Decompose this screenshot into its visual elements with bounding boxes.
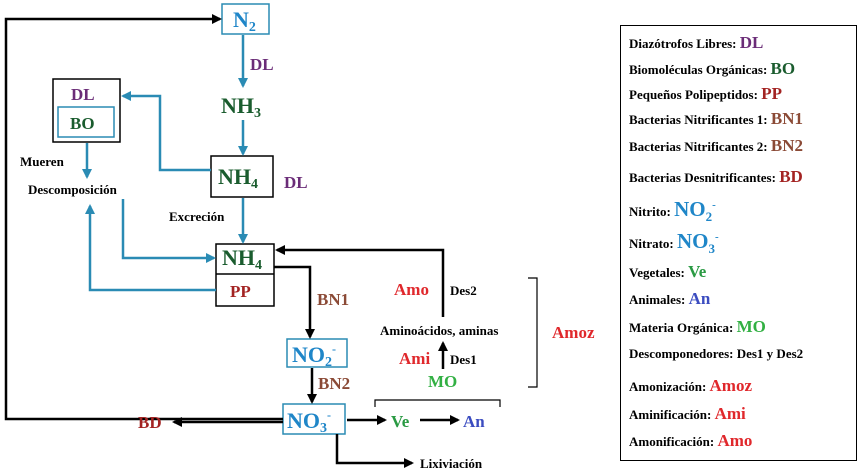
dl-box-label: DL [71, 85, 95, 104]
n2-label: N2 [233, 7, 256, 35]
legend-label: Animales: [629, 292, 689, 307]
arrow-descomposicion-nh4low [121, 199, 216, 263]
legend-value: BD [779, 167, 803, 186]
legend-row: Vegetales: Ve [629, 263, 706, 280]
legend-row: Biomoléculas Orgánicas: BO [629, 60, 795, 77]
bn2-label: BN2 [318, 374, 350, 393]
legend-label: Nitrito: [629, 204, 675, 219]
n2-box [221, 3, 270, 35]
nh3-label: NH3 [221, 93, 261, 121]
legend-row: Bacterias Desnitrificantes: BD [629, 168, 803, 185]
legend-value: Ve [688, 262, 707, 281]
legend-row: Descomponedores: Des1 y Des2 [629, 347, 803, 360]
legend-value: Amo [717, 431, 753, 450]
legend-label: Descomponedores: Des1 y Des2 [629, 346, 804, 361]
des1-label: Des1 [450, 352, 477, 367]
legend-label: Diazótrofos Libres: [629, 36, 740, 51]
legend-label: Bacterias Nitrificantes 1: [629, 112, 771, 127]
legend-row: Diazótrofos Libres: DL [629, 34, 763, 51]
pp-label: PP [230, 282, 251, 301]
bo-box-label: BO [70, 114, 95, 133]
legend-row: Animales: An [629, 290, 710, 307]
legend-value: Amoz [709, 376, 753, 395]
legend-label: Nitrato: [629, 236, 678, 251]
amo-label: Amo [394, 280, 429, 299]
legend-value: DL [739, 33, 764, 52]
legend-row: Nitrito: NO2- [629, 197, 716, 225]
legend-row: Aminificación: Ami [629, 405, 746, 422]
no2-label: NO2- [292, 342, 336, 370]
arrow-no3-n2-loop [4, 14, 283, 421]
legend-value: BO [770, 59, 796, 78]
legend-value: PP [761, 84, 782, 103]
nh4-mid-label: NH4 [218, 164, 258, 192]
legend-label: Amonización: [629, 379, 710, 394]
legend-row: Nitrato: NO3- [629, 229, 719, 257]
nh4-mid-box [210, 155, 274, 198]
arrow-nh4-no2 [274, 265, 315, 339]
no2-box [286, 338, 348, 368]
an-label: An [463, 412, 485, 431]
legend-row: Pequeños Polipeptidos: PP [629, 85, 782, 102]
legend-row: Materia Orgánica: MO [629, 318, 766, 335]
des2-label: Des2 [450, 283, 477, 298]
legend-label: Aminificación: [629, 407, 715, 422]
legend-value: NO2- [674, 197, 716, 225]
lixiviacion-label: Lixiviación [420, 456, 483, 471]
amoz-bracket [528, 277, 538, 388]
mo-label: MO [428, 372, 457, 391]
legend-row: Amonización: Amoz [629, 377, 752, 394]
mo-bracket [374, 399, 501, 407]
nh4-pp-box [215, 243, 275, 307]
legend-value: NO3- [677, 229, 719, 257]
excrecion-label: Excreción [169, 209, 225, 224]
ve-label: Ve [391, 412, 410, 431]
legend-value: MO [736, 317, 766, 336]
legend-row: Amonificación: Amo [629, 432, 752, 449]
legend-label: Bacterias Nitrificantes 2: [629, 139, 771, 154]
legend-label: Biomoléculas Orgánicas: [629, 62, 771, 77]
nh4-low-label: NH4 [222, 245, 262, 273]
legend-value: BN1 [770, 109, 803, 128]
legend-label: Vegetales: [629, 265, 689, 280]
dl-top-label: DL [250, 55, 274, 74]
mueren-label: Mueren [20, 154, 65, 169]
legend-row: Bacterias Nitrificantes 1: BN1 [629, 110, 803, 127]
legend-label: Amonificación: [629, 434, 718, 449]
ami-label: Ami [399, 349, 430, 368]
legend-box: Diazótrofos Libres: DL Biomoléculas Orgán… [620, 25, 857, 461]
bd-label: BD [138, 413, 162, 432]
legend-value: Ami [714, 404, 746, 423]
dl-mid-label: DL [284, 173, 308, 192]
arrow-no3-lixiviacion [335, 434, 414, 468]
legend-label: Bacterias Desnitrificantes: [629, 170, 780, 185]
arrow-pp-descomposicion [85, 204, 216, 292]
legend-label: Materia Orgánica: [629, 320, 737, 335]
arrow-nh4-dlbo [121, 91, 211, 172]
bo-inner-box [57, 106, 115, 138]
bn1-label: BN1 [317, 290, 349, 309]
arrow-aminoacidos-nh4 [275, 245, 445, 317]
legend-value: BN2 [770, 136, 803, 155]
legend-row: Bacterias Nitrificantes 2: BN2 [629, 137, 803, 154]
legend-value: An [688, 289, 711, 308]
aminoacidos-label: Aminoácidos, aminas [380, 323, 498, 338]
descomposicion-label: Descomposición [28, 182, 118, 197]
legend-label: Pequeños Polipeptidos: [629, 87, 762, 102]
no3-label: NO3- [287, 408, 331, 436]
amoz-label: Amoz [552, 323, 595, 342]
